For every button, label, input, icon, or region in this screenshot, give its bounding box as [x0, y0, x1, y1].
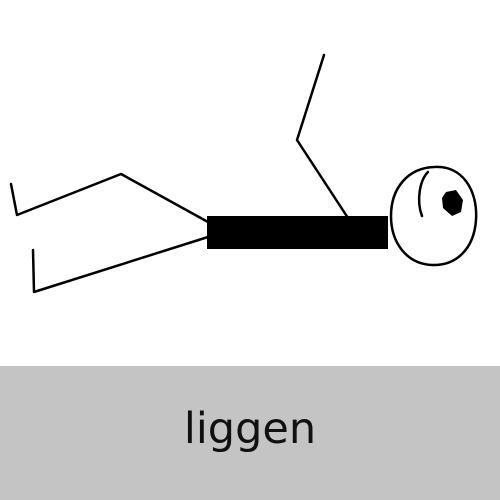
upper-leg — [9, 172, 210, 224]
raised-arm — [295, 53, 350, 220]
eye — [442, 190, 463, 216]
caption-label: liggen — [183, 403, 317, 454]
lower-leg — [31, 235, 210, 294]
lying-person-icon — [9, 53, 478, 294]
pictogram-image — [9, 53, 478, 294]
head-hand-stroke — [417, 170, 430, 218]
torso — [207, 216, 388, 249]
head-outline — [389, 165, 478, 267]
caption-bar: liggen — [0, 366, 500, 500]
